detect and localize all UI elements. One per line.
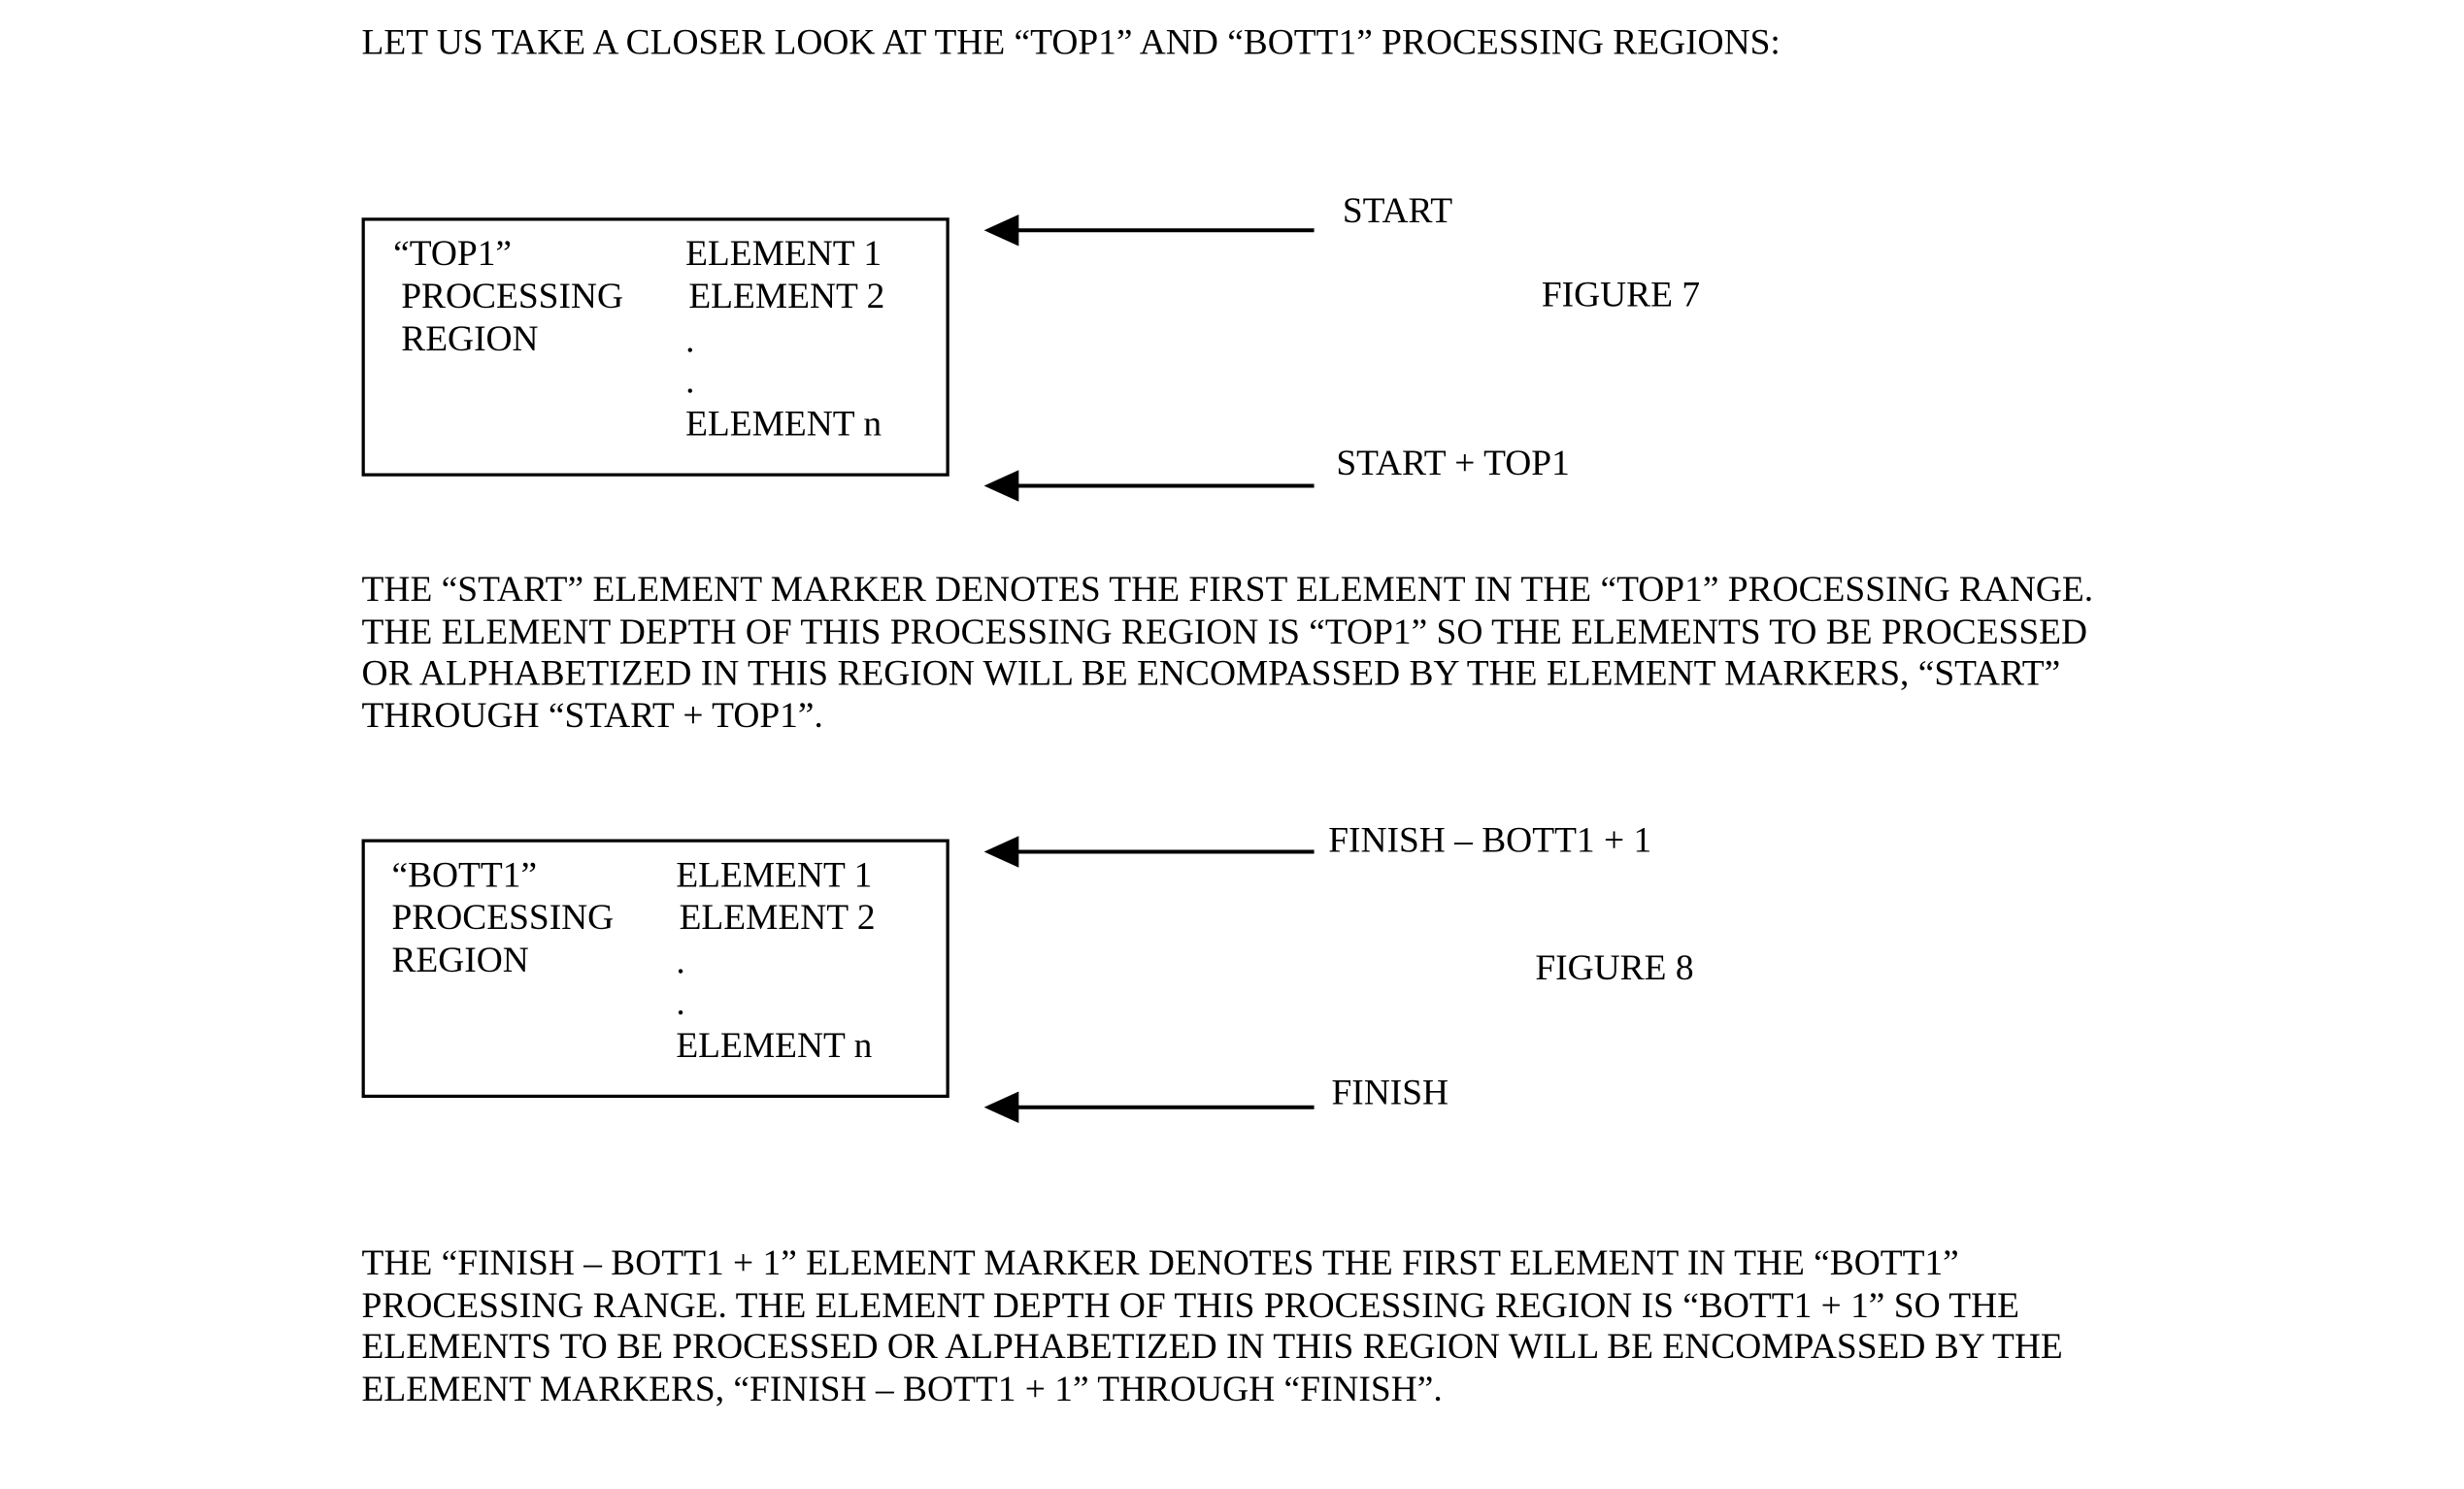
top1-element-n: ELEMENT n	[685, 404, 882, 444]
top1-region-line-3: REGION	[401, 318, 539, 358]
marker-start-label: START	[1342, 190, 1453, 231]
marker-start-plus-top1-label: START + TOP1	[1336, 443, 1570, 483]
top1-ellipsis-dot-2: .	[685, 361, 695, 401]
bott1-element-2: ELEMENT 2	[679, 897, 876, 938]
paragraph-bott1-line-4: ELEMENT MARKERS, “FINISH – BOTT1 + 1” TH…	[361, 1368, 1443, 1408]
arrow-start	[983, 215, 1315, 247]
bott1-region-line-2: PROCESSING	[391, 897, 615, 938]
paragraph-top1: THE “START” ELEMENT MARKER DENOTES THE F…	[362, 570, 2094, 737]
paragraph-top1-line-3: OR ALPHABETIZED IN THIS REGION WILL BE E…	[361, 652, 2061, 693]
bott1-region-title: “BOTT1”	[391, 854, 538, 895]
top1-element-2: ELEMENT 2	[688, 276, 885, 315]
paragraph-bott1-line-3: ELEMENTS TO BE PROCESSED OR ALPHABETIZED…	[361, 1326, 2063, 1367]
top1-element-1: ELEMENT 1	[685, 233, 882, 274]
paragraph-bott1-line-1: THE “FINISH – BOTT1 + 1” ELEMENT MARKER …	[361, 1242, 1959, 1283]
marker-finish-minus-bott1-plus-1-label: FINISH – BOTT1 + 1	[1328, 820, 1652, 860]
paragraph-top1-line-4: THROUGH “START + TOP1”.	[361, 694, 823, 735]
bott1-ellipsis-dot-2: .	[676, 982, 685, 1022]
bott1-region-line-3: REGION	[391, 940, 529, 980]
top1-region-line-2: PROCESSING	[401, 276, 623, 315]
bott1-region-box	[361, 839, 949, 1098]
paragraph-bott1: THE “FINISH – BOTT1 + 1” ELEMENT MARKER …	[362, 1243, 2063, 1410]
paragraph-top1-line-2: THE ELEMENT DEPTH OF THIS PROCESSING REG…	[361, 611, 2088, 651]
arrow-start-plus-top1	[983, 470, 1315, 502]
bott1-element-n: ELEMENT n	[676, 1025, 873, 1065]
bott1-ellipsis-dot-1: .	[676, 942, 685, 981]
arrow-finish	[983, 1091, 1315, 1123]
top1-ellipsis-dot-1: .	[685, 319, 695, 360]
figure-7-label: FIGURE 7	[1541, 274, 1701, 314]
paragraph-bott1-line-2: PROCESSING RANGE. THE ELEMENT DEPTH OF T…	[361, 1284, 2020, 1325]
top1-region-box	[361, 217, 949, 477]
top1-region-title: “TOP1”	[393, 233, 513, 274]
figure-8-label: FIGURE 8	[1535, 947, 1694, 988]
page-heading: LET US TAKE A CLOSER LOOK AT THE “TOP1” …	[361, 21, 1781, 62]
bott1-element-1: ELEMENT 1	[676, 854, 873, 895]
arrow-finish-minus-bott1-plus-1	[983, 836, 1315, 868]
paragraph-top1-line-1: THE “START” ELEMENT MARKER DENOTES THE F…	[361, 569, 2094, 610]
marker-finish-label: FINISH	[1331, 1073, 1449, 1112]
